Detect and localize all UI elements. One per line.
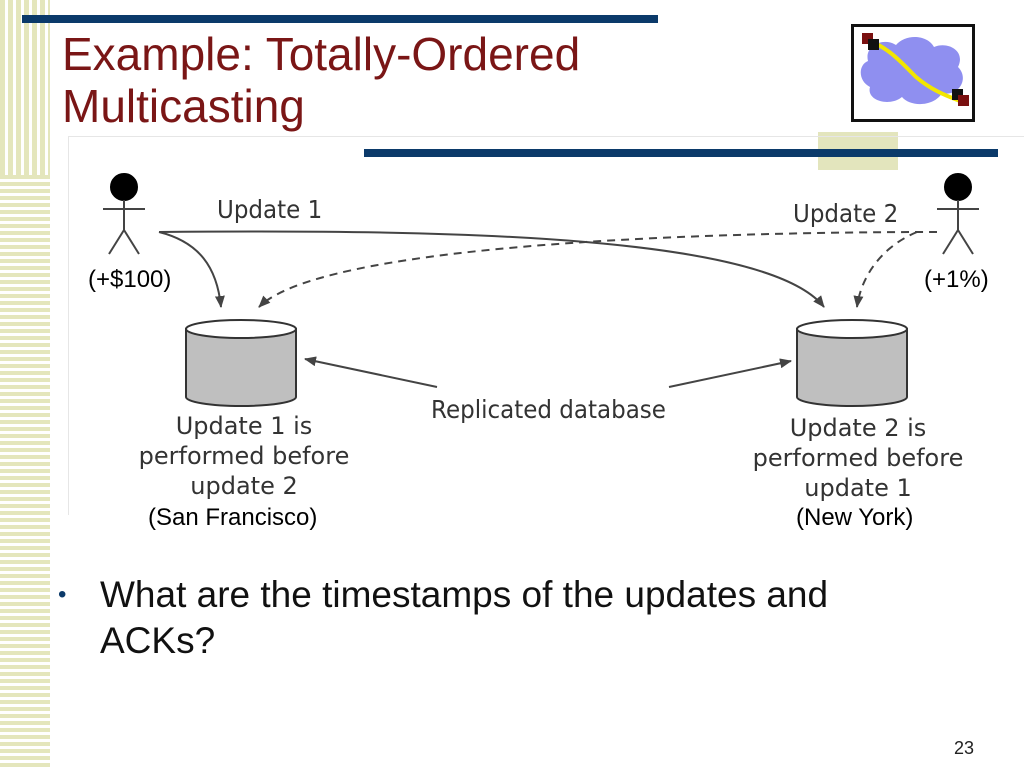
update-1-label: Update 1 <box>217 195 323 224</box>
left-caption-line-2: performed before <box>138 442 350 470</box>
left-amount-label: (+$100) <box>88 266 172 293</box>
title-line-1: Example: Totally-Ordered <box>62 28 581 80</box>
right-amount-label: (+1%) <box>924 266 989 293</box>
mid-accent-bar <box>364 149 998 157</box>
update-1-arrows <box>158 230 825 308</box>
right-user-icon <box>937 173 979 255</box>
left-caption-line-3: update 2 <box>190 472 298 500</box>
page-number: 23 <box>953 738 974 758</box>
update-2-label: Update 2 <box>793 199 899 228</box>
right-location-label: (New York) <box>796 504 914 531</box>
bullet-marker: • <box>58 581 67 608</box>
right-database-caption: Update 2 is performed before update 1 <box>745 413 971 503</box>
left-user-icon <box>103 173 145 255</box>
left-database-icon <box>185 319 297 407</box>
right-caption-line-3: update 1 <box>804 474 912 502</box>
right-caption-line-2: performed before <box>752 444 964 472</box>
replicated-database-arrows <box>304 356 792 388</box>
diagram-graphics <box>103 173 979 407</box>
right-database-icon <box>796 319 908 407</box>
right-caption-line-1: Update 2 is <box>789 414 927 442</box>
bullet-text: What are the timestamps of the updates a… <box>100 574 829 661</box>
top-accent-bar <box>22 15 658 23</box>
left-database-caption: Update 1 is performed before update 2 <box>131 411 357 501</box>
replicated-database-label: Replicated database <box>431 395 666 424</box>
title-line-2: Multicasting <box>62 80 305 132</box>
replication-diagram: Update 1 Update 2 Replicated database Up… <box>68 136 1024 515</box>
network-cloud-icon <box>851 24 975 122</box>
left-location-label: (San Francisco) <box>148 504 318 531</box>
left-caption-line-1: Update 1 is <box>175 412 313 440</box>
update-2-arrows <box>258 231 938 308</box>
slide-title: Example: Totally-Ordered Multicasting <box>62 28 580 132</box>
top-stripe-pattern <box>0 0 50 175</box>
